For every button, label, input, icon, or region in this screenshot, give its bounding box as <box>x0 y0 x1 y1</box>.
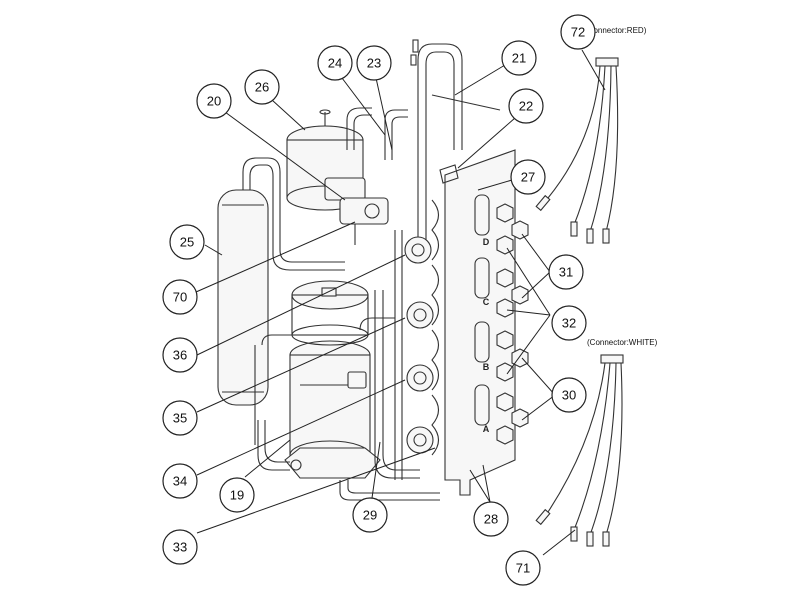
valve-letter-a: A <box>483 424 490 434</box>
valve-letter-c: C <box>483 297 490 307</box>
callout-19: 19 <box>219 477 255 513</box>
callout-28: 28 <box>473 501 509 537</box>
svg-text:30: 30 <box>562 388 576 403</box>
callout-23: 23 <box>356 45 392 81</box>
svg-text:20: 20 <box>207 94 221 109</box>
flare-nuts <box>496 203 529 445</box>
svg-text:27: 27 <box>521 170 535 185</box>
svg-text:28: 28 <box>484 512 498 527</box>
svg-text:19: 19 <box>230 488 244 503</box>
svg-text:29: 29 <box>363 508 377 523</box>
svg-text:34: 34 <box>173 474 187 489</box>
callout-27: 27 <box>510 159 546 195</box>
callout-71: 71 <box>505 550 541 586</box>
callout-21: 21 <box>501 40 537 76</box>
distributor-coils <box>404 199 440 456</box>
svg-text:21: 21 <box>512 51 526 66</box>
callout-22: 22 <box>508 88 544 124</box>
callout-33: 33 <box>162 529 198 565</box>
svg-text:31: 31 <box>559 265 573 280</box>
callout-72: 72 <box>560 14 596 50</box>
callout-32: 32 <box>551 305 587 341</box>
thermistor-harness-white: (Connector:WHITE) <box>535 338 658 547</box>
solenoid-coil <box>324 177 389 245</box>
callout-25: 25 <box>169 224 205 260</box>
svg-text:22: 22 <box>519 99 533 114</box>
callout-20: 20 <box>196 83 232 119</box>
callout-34: 34 <box>162 463 198 499</box>
callout-29: 29 <box>352 497 388 533</box>
valve-letter-b: B <box>483 362 490 372</box>
svg-text:71: 71 <box>516 561 530 576</box>
connector-white-label: (Connector:WHITE) <box>587 338 658 347</box>
svg-text:35: 35 <box>173 411 187 426</box>
callout-35: 35 <box>162 400 198 436</box>
leader-lines <box>195 49 606 556</box>
compressor <box>284 340 381 479</box>
callout-24: 24 <box>317 45 353 81</box>
valve-letter-d: D <box>483 237 490 247</box>
svg-text:32: 32 <box>562 316 576 331</box>
callout-26: 26 <box>244 69 280 105</box>
callout-31: 31 <box>548 254 584 290</box>
thermistor-harness-red: (Connector:RED) <box>535 26 647 244</box>
svg-text:24: 24 <box>328 56 342 71</box>
svg-text:70: 70 <box>173 290 187 305</box>
svg-text:23: 23 <box>367 56 381 71</box>
svg-text:33: 33 <box>173 540 187 555</box>
valve-panel: D C B A <box>439 149 516 496</box>
svg-text:26: 26 <box>255 80 269 95</box>
callout-70: 70 <box>162 279 198 315</box>
callout-30: 30 <box>551 377 587 413</box>
svg-text:72: 72 <box>571 25 585 40</box>
accumulator <box>217 157 281 406</box>
callout-36: 36 <box>162 337 198 373</box>
svg-text:36: 36 <box>173 348 187 363</box>
svg-text:25: 25 <box>180 235 194 250</box>
connector-red-label: (Connector:RED) <box>585 26 647 35</box>
